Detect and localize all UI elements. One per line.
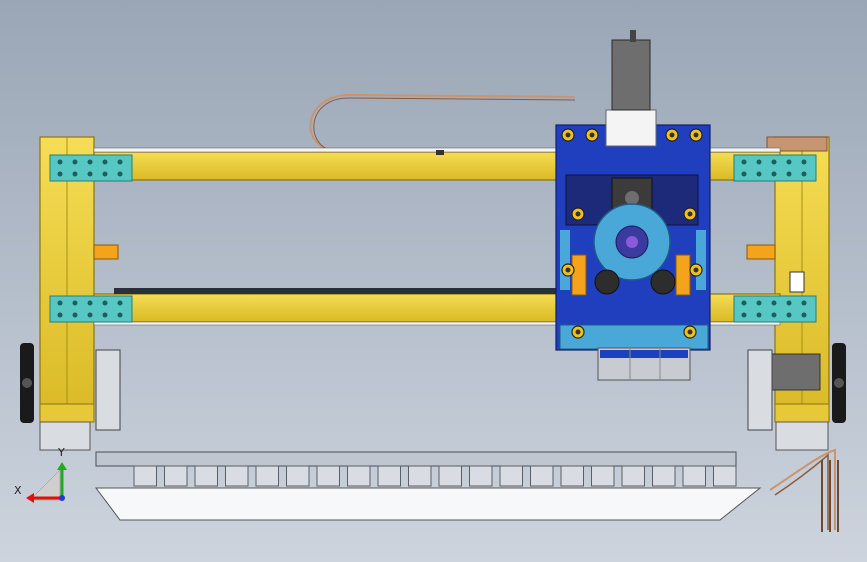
plate-bolt	[72, 300, 78, 306]
plate-bolt	[102, 300, 108, 306]
bed-slat	[408, 465, 432, 487]
plate-bolt	[771, 300, 777, 306]
plate-bolt	[801, 300, 807, 306]
plate-bolt	[57, 300, 63, 306]
plate-bolt	[786, 312, 792, 318]
plate-bolt	[87, 300, 93, 306]
bed-slat	[347, 465, 371, 487]
bed-slat	[225, 465, 249, 487]
bearing-hub	[565, 132, 571, 138]
plate-bolt	[786, 300, 792, 306]
bed-slat	[316, 465, 340, 487]
plate-bolt	[72, 171, 78, 177]
plate-bolt	[741, 300, 747, 306]
plate-bolt	[102, 159, 108, 165]
bearing-hub	[575, 329, 581, 335]
bed-slat	[194, 465, 218, 487]
plate-bolts	[57, 159, 807, 318]
plate-bolt	[801, 171, 807, 177]
z-carriage	[555, 30, 711, 351]
plate-bolt	[741, 171, 747, 177]
handwheel-right	[747, 343, 846, 431]
plate-bolt	[117, 171, 123, 177]
bed-slat	[682, 465, 706, 487]
z-axis-dot	[59, 495, 65, 501]
right-column	[746, 136, 830, 451]
corner-plate-top-right	[733, 154, 817, 182]
plate-bolt	[117, 300, 123, 306]
plate-bolt	[756, 159, 762, 165]
bearing-hub	[693, 267, 699, 273]
plate-bolt	[87, 312, 93, 318]
plate-bolt	[102, 171, 108, 177]
triad-x-label: X	[14, 484, 22, 497]
plate-bolt	[741, 159, 747, 165]
guide-bearings	[561, 128, 703, 339]
cable-bundle-right	[769, 448, 839, 532]
bed-slat	[499, 465, 523, 487]
plate-bolt	[771, 159, 777, 165]
corner-plate-bottom-left	[49, 295, 133, 323]
plate-bolt	[72, 312, 78, 318]
bed-slats	[133, 465, 737, 487]
bed-slat	[377, 465, 401, 487]
bed-slat	[133, 465, 157, 487]
bearing-hub	[693, 132, 699, 138]
plate-bolt	[87, 159, 93, 165]
plate-bolt	[57, 171, 63, 177]
plate-bolt	[771, 171, 777, 177]
plate-bolt	[117, 312, 123, 318]
bearing-hub	[669, 132, 675, 138]
plate-bolt	[57, 312, 63, 318]
bearing-hub	[565, 267, 571, 273]
bed-slat	[438, 465, 462, 487]
plate-bolt	[786, 159, 792, 165]
plate-bolt	[756, 171, 762, 177]
triad-base	[29, 469, 61, 501]
bearing-hub	[589, 132, 595, 138]
bed-slat	[560, 465, 584, 487]
bed-table	[95, 451, 762, 521]
bearing-hub	[687, 329, 693, 335]
bed-slat	[469, 465, 493, 487]
bed-slat	[164, 465, 188, 487]
bed-slat	[255, 465, 279, 487]
plate-bolt	[756, 300, 762, 306]
handwheel-left	[20, 343, 121, 431]
plate-bolt	[72, 159, 78, 165]
plate-bolt	[801, 312, 807, 318]
triad-y-label: Y	[57, 446, 65, 459]
bed-slat	[713, 465, 737, 487]
bed-slat	[286, 465, 310, 487]
left-column	[39, 136, 119, 451]
axis-triad: X Y	[14, 446, 67, 503]
plate-bolt	[741, 312, 747, 318]
plate-bolt	[756, 312, 762, 318]
plate-bolt	[786, 171, 792, 177]
bed-slat	[591, 465, 615, 487]
bed-slat	[652, 465, 676, 487]
bearing-hub	[687, 211, 693, 217]
bed-slat	[530, 465, 554, 487]
corner-plate-top-left	[49, 154, 133, 182]
plate-bolt	[117, 159, 123, 165]
plate-bolt	[87, 171, 93, 177]
limit-switch	[436, 150, 444, 155]
spindle-head	[593, 203, 691, 381]
bed-slat	[621, 465, 645, 487]
plate-bolt	[771, 312, 777, 318]
plate-bolt	[57, 159, 63, 165]
plate-bolt	[102, 312, 108, 318]
bearing-hub	[575, 211, 581, 217]
corner-plate-bottom-right	[733, 295, 817, 323]
plate-bolt	[801, 159, 807, 165]
